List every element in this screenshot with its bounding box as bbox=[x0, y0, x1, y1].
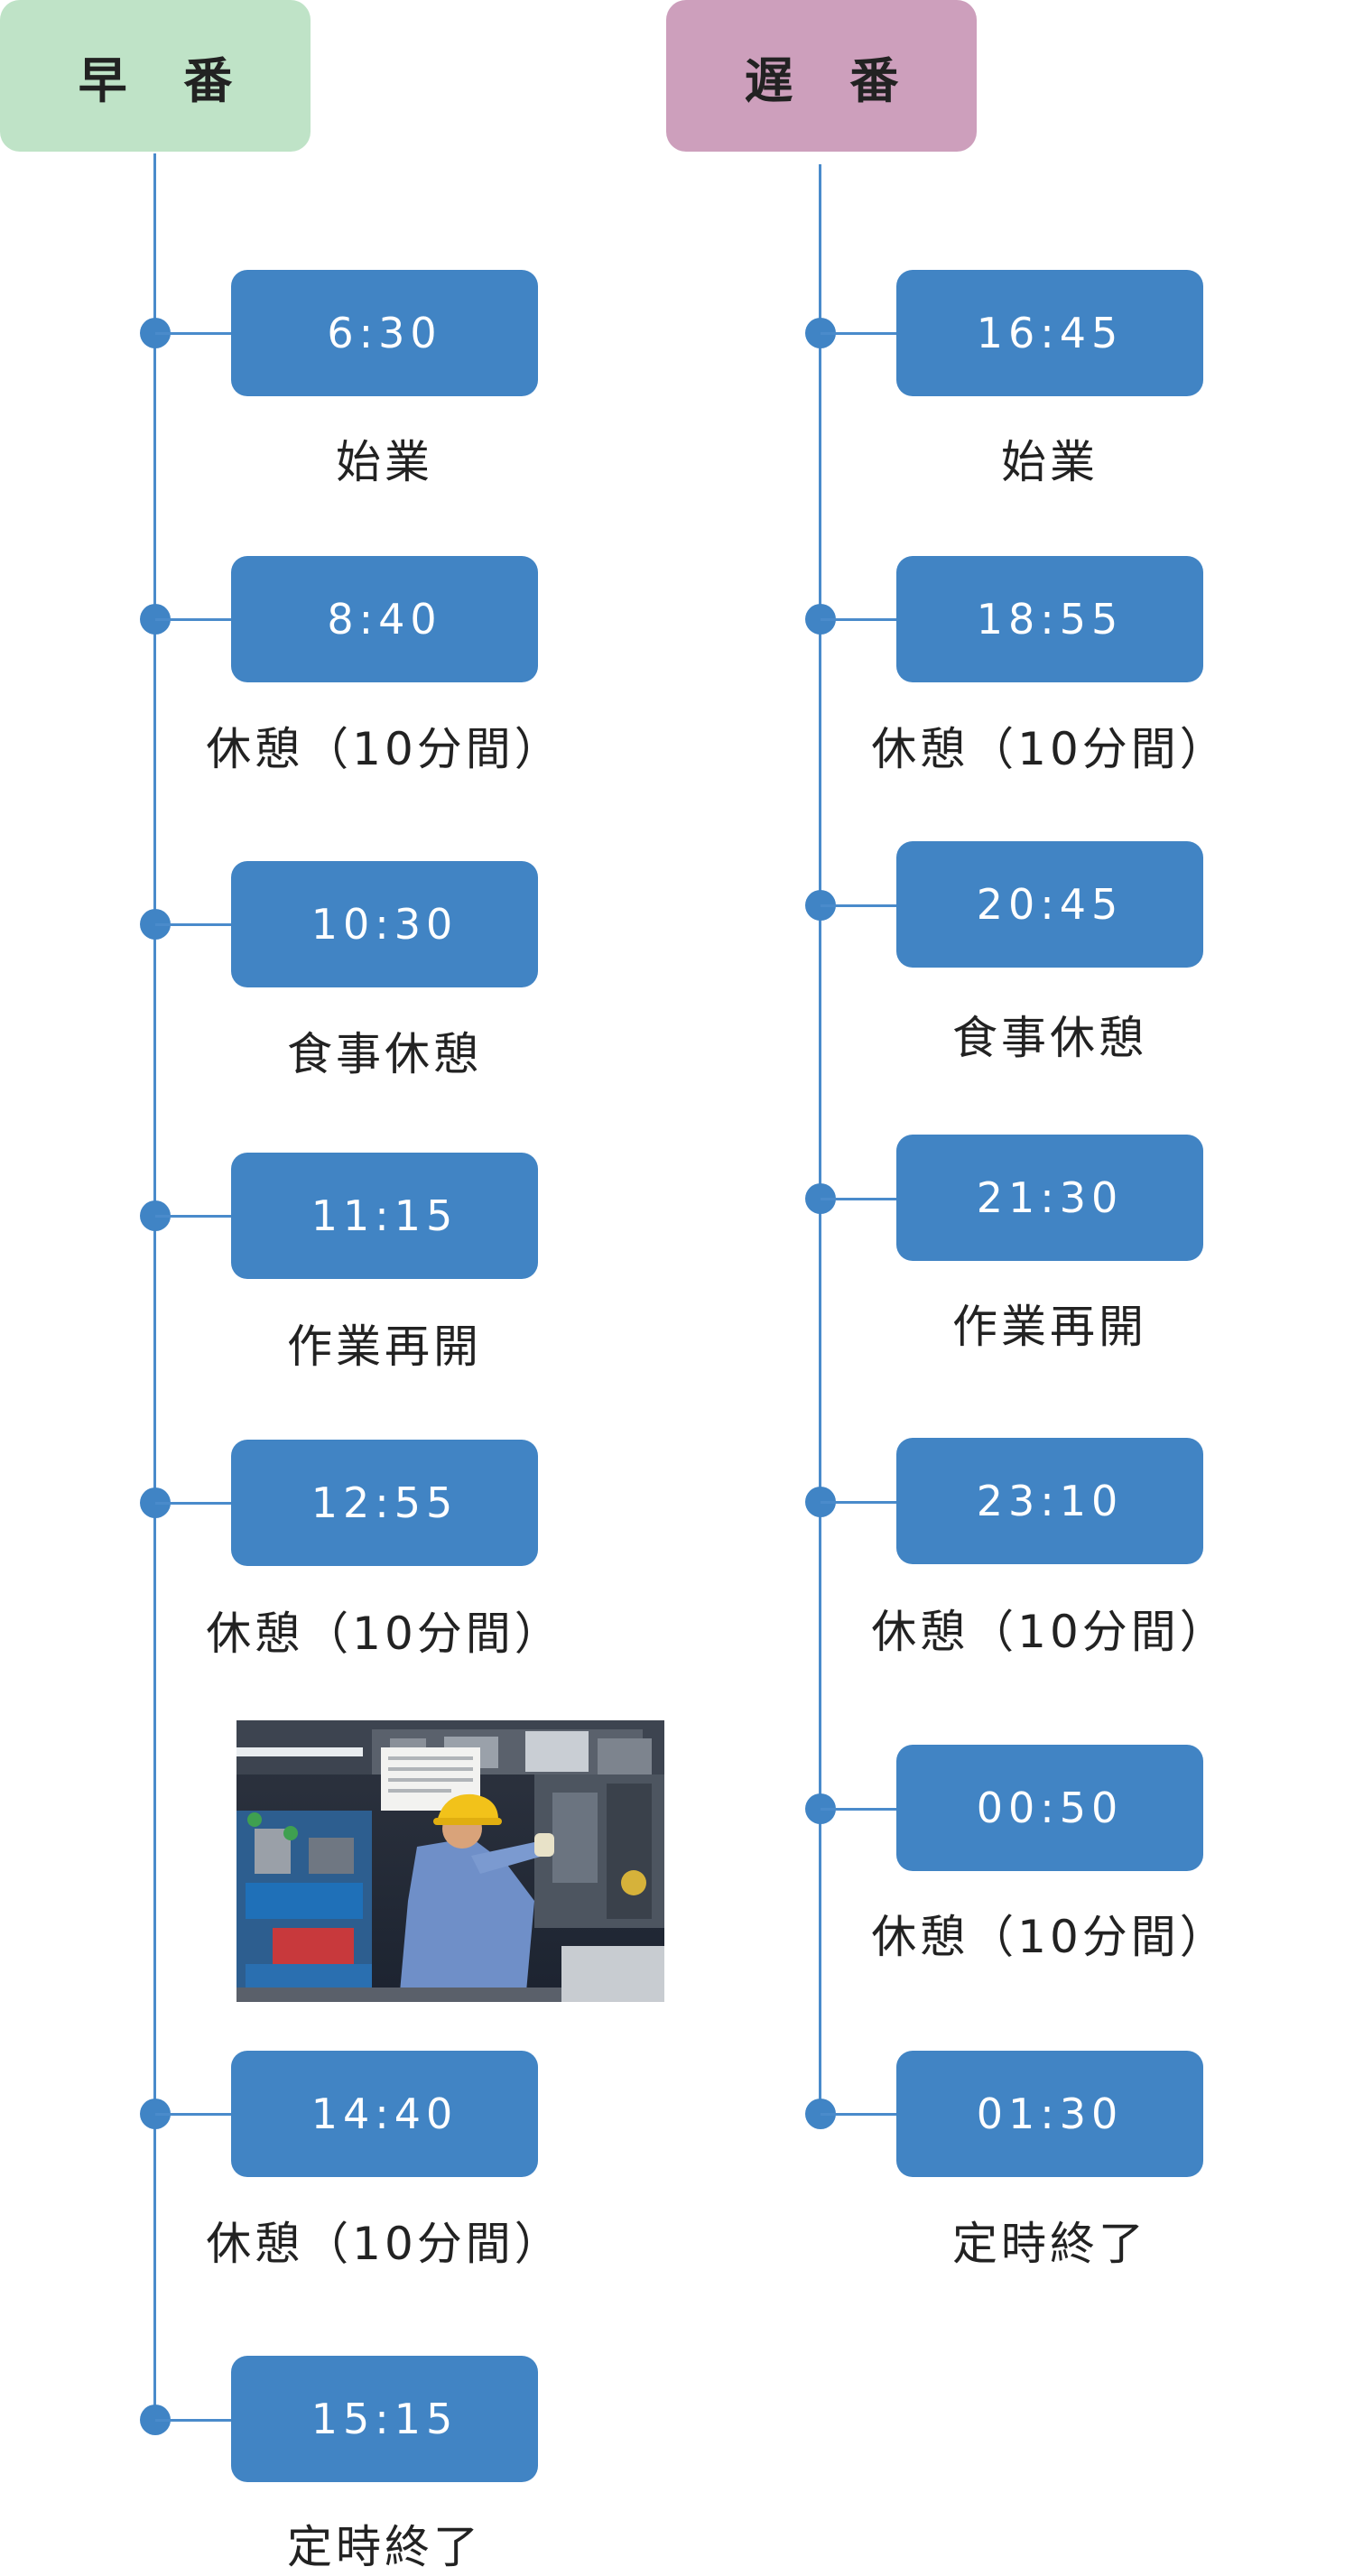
time-box: 01:30 bbox=[896, 2051, 1203, 2177]
late-shift-timeline-line bbox=[819, 164, 821, 2114]
timeline-connector bbox=[821, 904, 900, 907]
timeline-connector bbox=[821, 1808, 900, 1811]
time-box: 00:50 bbox=[896, 1745, 1203, 1871]
timeline-connector bbox=[155, 2113, 235, 2116]
event-label: 始業 bbox=[336, 436, 433, 488]
time-box: 6:30 bbox=[231, 270, 538, 396]
event-label: 休憩（10分間） bbox=[206, 1608, 563, 1660]
event-label: 食事休憩 bbox=[287, 1028, 482, 1080]
late-shift-title: 遅 番 bbox=[744, 51, 919, 109]
timeline-connector bbox=[821, 618, 900, 621]
time-box: 8:40 bbox=[231, 556, 538, 682]
event-label: 定時終了 bbox=[287, 2521, 482, 2573]
time-box: 20:45 bbox=[896, 841, 1203, 968]
timeline-connector bbox=[821, 1501, 900, 1504]
timeline-connector bbox=[155, 2419, 235, 2422]
timeline-connector bbox=[821, 2113, 900, 2116]
timeline-connector bbox=[821, 1198, 900, 1200]
timeline-connector bbox=[155, 1215, 235, 1218]
timeline-connector bbox=[155, 1502, 235, 1505]
event-label: 始業 bbox=[1001, 436, 1099, 488]
early-shift-timeline-line bbox=[153, 153, 156, 2419]
time-box: 15:15 bbox=[231, 2356, 538, 2482]
time-box: 10:30 bbox=[231, 861, 538, 987]
event-label: 食事休憩 bbox=[952, 1012, 1147, 1064]
timeline-connector bbox=[155, 332, 235, 335]
factory-worker-photo bbox=[236, 1720, 664, 2002]
time-box: 14:40 bbox=[231, 2051, 538, 2177]
early-shift-title: 早 番 bbox=[78, 51, 253, 109]
event-label: 定時終了 bbox=[952, 2218, 1147, 2270]
event-label: 休憩（10分間） bbox=[871, 723, 1229, 775]
time-box: 16:45 bbox=[896, 270, 1203, 396]
time-box: 18:55 bbox=[896, 556, 1203, 682]
time-box: 23:10 bbox=[896, 1438, 1203, 1564]
time-box: 21:30 bbox=[896, 1135, 1203, 1261]
event-label: 作業再開 bbox=[952, 1301, 1147, 1353]
timeline-connector bbox=[155, 923, 235, 926]
early-shift-header: 早 番 bbox=[0, 0, 311, 152]
late-shift-header: 遅 番 bbox=[666, 0, 977, 152]
event-label: 休憩（10分間） bbox=[871, 1911, 1229, 1963]
timeline-connector bbox=[155, 618, 235, 621]
event-label: 休憩（10分間） bbox=[871, 1606, 1229, 1658]
event-label: 休憩（10分間） bbox=[206, 723, 563, 775]
event-label: 休憩（10分間） bbox=[206, 2218, 563, 2270]
time-box: 11:15 bbox=[231, 1153, 538, 1279]
time-box: 12:55 bbox=[231, 1440, 538, 1566]
timeline-connector bbox=[821, 332, 900, 335]
event-label: 作業再開 bbox=[287, 1320, 482, 1373]
